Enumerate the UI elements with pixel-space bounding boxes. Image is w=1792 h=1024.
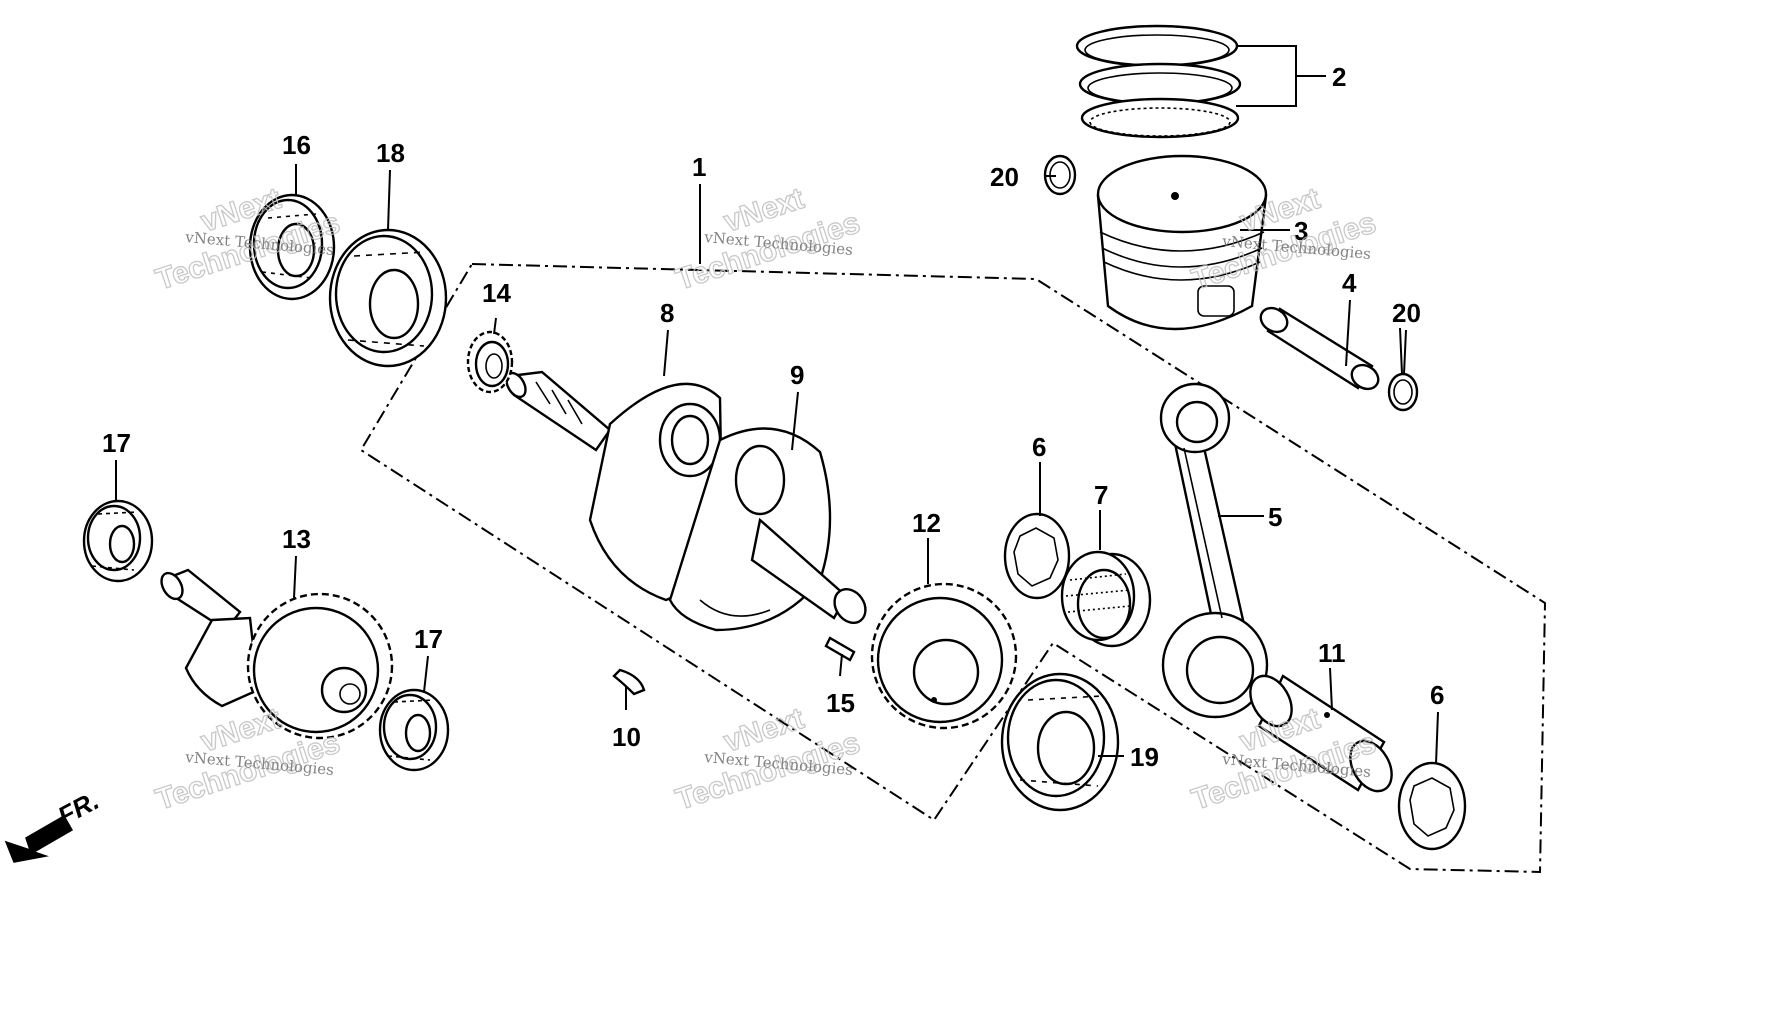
bearing-17-lower bbox=[378, 688, 450, 772]
crankshaft bbox=[505, 370, 867, 632]
callout-7: 7 bbox=[1094, 480, 1108, 510]
callout-5: 5 bbox=[1268, 502, 1282, 532]
callout-9: 9 bbox=[790, 360, 804, 390]
callout-11: 11 bbox=[1318, 638, 1346, 668]
callout-10: 10 bbox=[612, 722, 641, 752]
piston-rings bbox=[1075, 24, 1242, 139]
woodruff-key-15 bbox=[824, 636, 856, 662]
callout-6-lower: 6 bbox=[1430, 680, 1444, 710]
connecting-rod bbox=[1159, 382, 1269, 719]
crank-gear bbox=[870, 582, 1018, 730]
callout-12: 12 bbox=[912, 508, 941, 538]
callout-1: 1 bbox=[692, 152, 706, 182]
timing-sprocket bbox=[466, 330, 514, 394]
callout-20-lower: 20 bbox=[1392, 298, 1421, 328]
callout-13: 13 bbox=[282, 524, 311, 554]
piston-pin-clip-lower bbox=[1387, 372, 1419, 412]
callout-2: 2 bbox=[1332, 62, 1346, 92]
callout-18: 18 bbox=[376, 138, 405, 168]
bearing-16 bbox=[248, 193, 336, 301]
woodruff-key-10 bbox=[612, 668, 646, 696]
callout-8: 8 bbox=[660, 298, 674, 328]
needle-bearing bbox=[1060, 550, 1152, 648]
thrust-washer-lower bbox=[1397, 761, 1467, 851]
front-direction-arrow: FR. bbox=[4, 785, 104, 863]
bearing-17-upper bbox=[82, 499, 154, 583]
callout-15: 15 bbox=[826, 688, 855, 718]
piston-pin-clip-upper bbox=[1043, 154, 1077, 196]
callout-17-lower: 17 bbox=[414, 624, 443, 654]
balancer-shaft bbox=[160, 568, 394, 740]
piston bbox=[1096, 154, 1268, 331]
leader-lines bbox=[115, 45, 1439, 765]
ball-bearing-right bbox=[1000, 672, 1120, 812]
callout-3: 3 bbox=[1294, 216, 1308, 246]
callout-14: 14 bbox=[482, 278, 511, 308]
callout-6-upper: 6 bbox=[1032, 432, 1046, 462]
thrust-washer-upper bbox=[1003, 512, 1071, 600]
piston-pin bbox=[1259, 306, 1380, 391]
callout-4: 4 bbox=[1342, 268, 1357, 298]
callout-16: 16 bbox=[282, 130, 311, 160]
bearing-18 bbox=[328, 228, 448, 368]
watermark-bottom-center: vNext Technologies vNext Technologies bbox=[671, 701, 864, 817]
crank-pin bbox=[1249, 674, 1393, 793]
callout-17-upper: 17 bbox=[102, 428, 131, 458]
callout-19: 19 bbox=[1130, 742, 1159, 772]
callout-20-upper: 20 bbox=[990, 162, 1019, 192]
